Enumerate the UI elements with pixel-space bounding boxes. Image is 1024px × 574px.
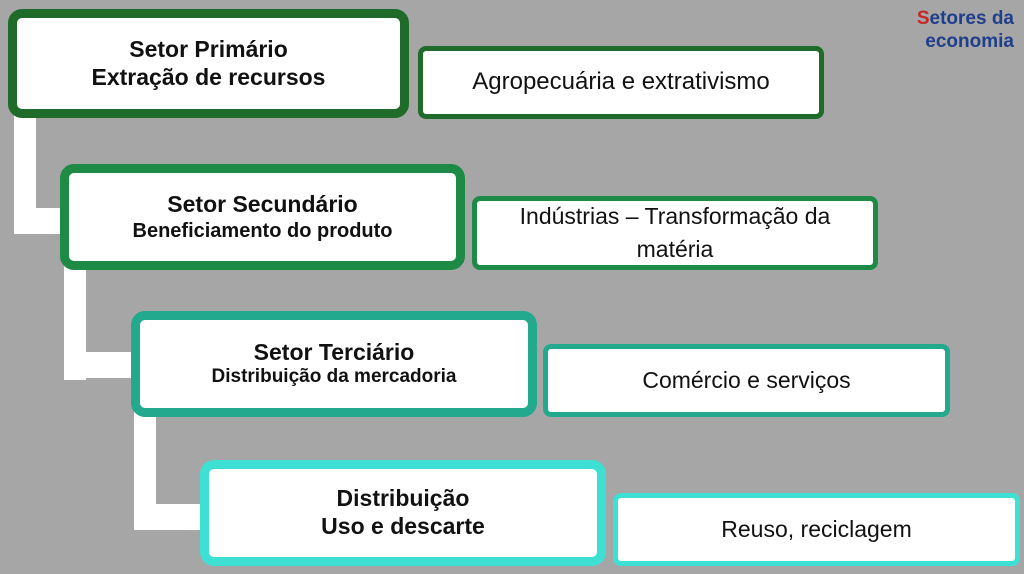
sector-subtitle-distribution: Uso e descarte (321, 513, 485, 539)
connector-2-vertical (64, 262, 86, 380)
corner-title: Setores da economia (917, 8, 1014, 54)
sector-box-secondary: Setor Secundário Beneficiamento do produ… (60, 164, 465, 270)
sector-box-primary: Setor Primário Extração de recursos (8, 9, 409, 118)
sector-box-tertiary: Setor Terciário Distribuição da mercador… (131, 311, 537, 417)
sector-title-secondary: Setor Secundário (167, 191, 358, 218)
sector-detail-secondary: Indústrias – Transformação da matéria (472, 196, 878, 270)
connector-3-horizontal (134, 504, 210, 530)
connector-2-horizontal (64, 352, 140, 378)
sector-detail-text-distribution: Reuso, reciclagem (721, 515, 912, 542)
sector-detail-tertiary: Comércio e serviços (543, 344, 950, 417)
sector-detail-text-primary: Agropecuária e extrativismo (472, 68, 770, 96)
sector-subtitle-tertiary: Distribuição da mercadoria (211, 366, 457, 388)
sector-title-primary: Setor Primário (129, 35, 288, 62)
sector-box-distribution: Distribuição Uso e descarte (200, 460, 606, 566)
corner-title-line2: economia (925, 30, 1014, 52)
connector-1-vertical (14, 110, 36, 234)
sector-detail-text-secondary: Indústrias – Transformação da matéria (519, 202, 831, 262)
corner-title-line1-rest: etores da (929, 8, 1014, 29)
connector-3-vertical (134, 410, 156, 530)
sector-detail-distribution: Reuso, reciclagem (613, 493, 1020, 566)
sector-subtitle-primary: Extração de recursos (91, 63, 326, 90)
sector-title-tertiary: Setor Terciário (253, 338, 415, 365)
sector-detail-text-tertiary: Comércio e serviços (642, 366, 851, 393)
sector-subtitle-secondary: Beneficiamento do produto (132, 219, 393, 242)
corner-title-line1: Setores da (916, 8, 1014, 29)
sector-title-distribution: Distribuição (336, 485, 470, 512)
sector-detail-primary: Agropecuária e extrativismo (418, 46, 824, 119)
